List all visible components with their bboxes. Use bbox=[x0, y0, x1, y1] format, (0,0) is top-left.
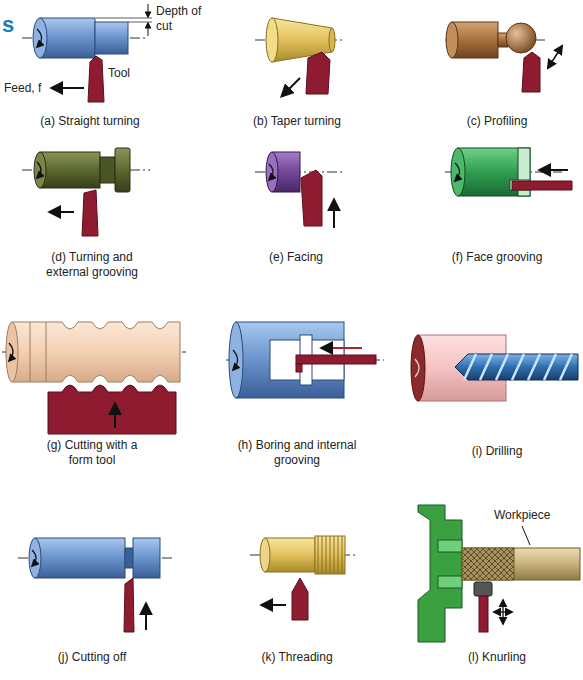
caption: (g) Cutting with a form tool bbox=[43, 438, 141, 468]
caption: (e) Facing bbox=[221, 250, 371, 265]
profiling bbox=[445, 22, 562, 92]
facing bbox=[255, 152, 345, 228]
turning-grooving bbox=[22, 148, 150, 236]
form-tool-cutting bbox=[2, 322, 186, 434]
knurling bbox=[418, 505, 580, 642]
caption: (d) Turning and external grooving bbox=[36, 250, 148, 280]
boring-grooving bbox=[226, 322, 384, 398]
dimension-label: Depth of cut bbox=[156, 4, 208, 34]
caption: (i) Drilling bbox=[422, 444, 572, 459]
caption: (b) Taper turning bbox=[222, 114, 372, 129]
part-label: Feed, f bbox=[4, 81, 52, 96]
caption: (f) Face grooving bbox=[422, 250, 572, 265]
caption: (h) Boring and internal grooving bbox=[236, 438, 358, 468]
cutting-off bbox=[18, 538, 172, 632]
caption: (k) Threading bbox=[222, 650, 372, 665]
caption: (l) Knurling bbox=[422, 650, 572, 665]
face-grooving bbox=[445, 148, 572, 196]
taper-turning bbox=[255, 18, 345, 96]
straight-turning bbox=[22, 4, 152, 102]
caption: (a) Straight turning bbox=[15, 114, 165, 129]
part-label: Workpiece bbox=[494, 508, 574, 523]
threading bbox=[250, 536, 356, 620]
drilling bbox=[411, 335, 578, 401]
caption: (c) Profiling bbox=[422, 114, 572, 129]
caption: (j) Cutting off bbox=[17, 650, 167, 665]
page-heading-fragment: s bbox=[2, 12, 32, 38]
part-label: Tool bbox=[108, 66, 148, 81]
